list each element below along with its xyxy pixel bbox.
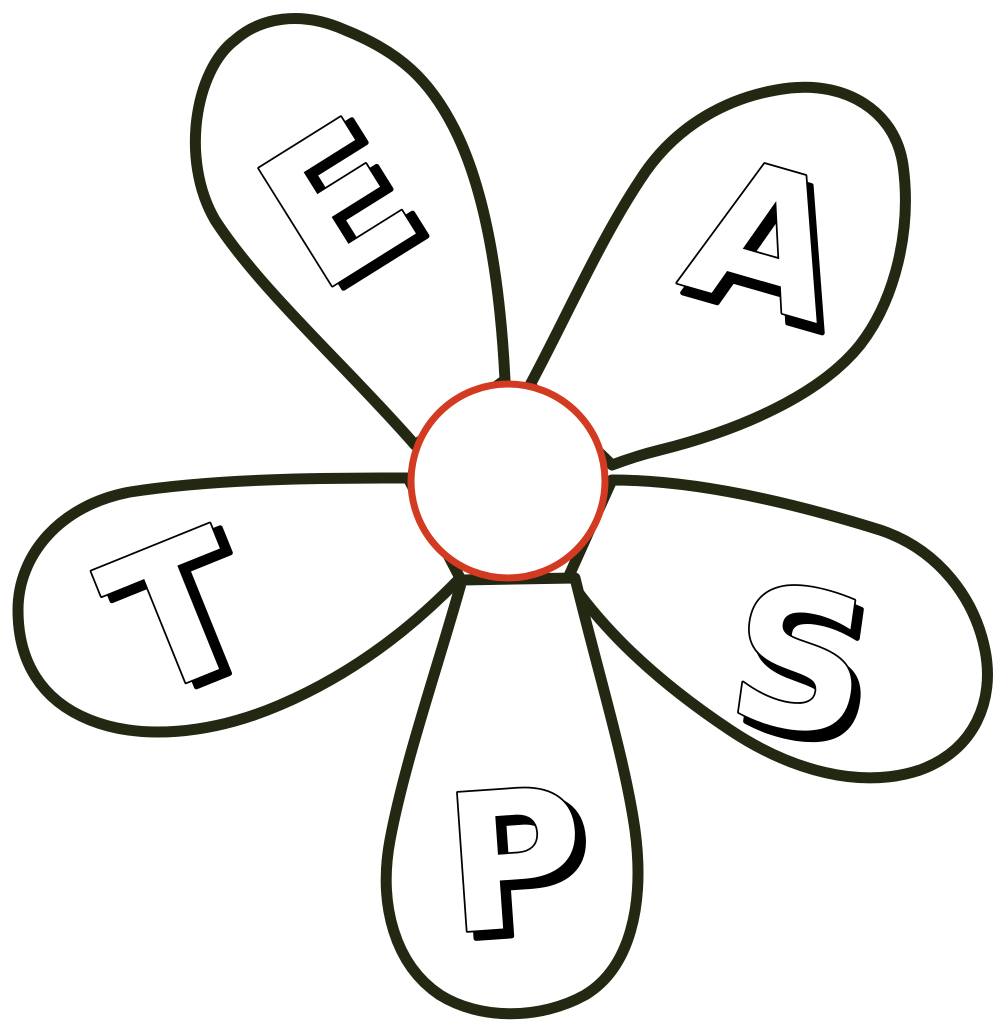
flower-center (411, 384, 605, 578)
petal-bottom: P P (386, 578, 638, 1014)
petal-left: T T (18, 478, 460, 749)
petal-upper-right: A A (530, 87, 905, 465)
petal-right: S S (568, 480, 987, 790)
petal-bottom-letter: P (438, 747, 592, 977)
petal-upper-left: E E (195, 19, 505, 445)
